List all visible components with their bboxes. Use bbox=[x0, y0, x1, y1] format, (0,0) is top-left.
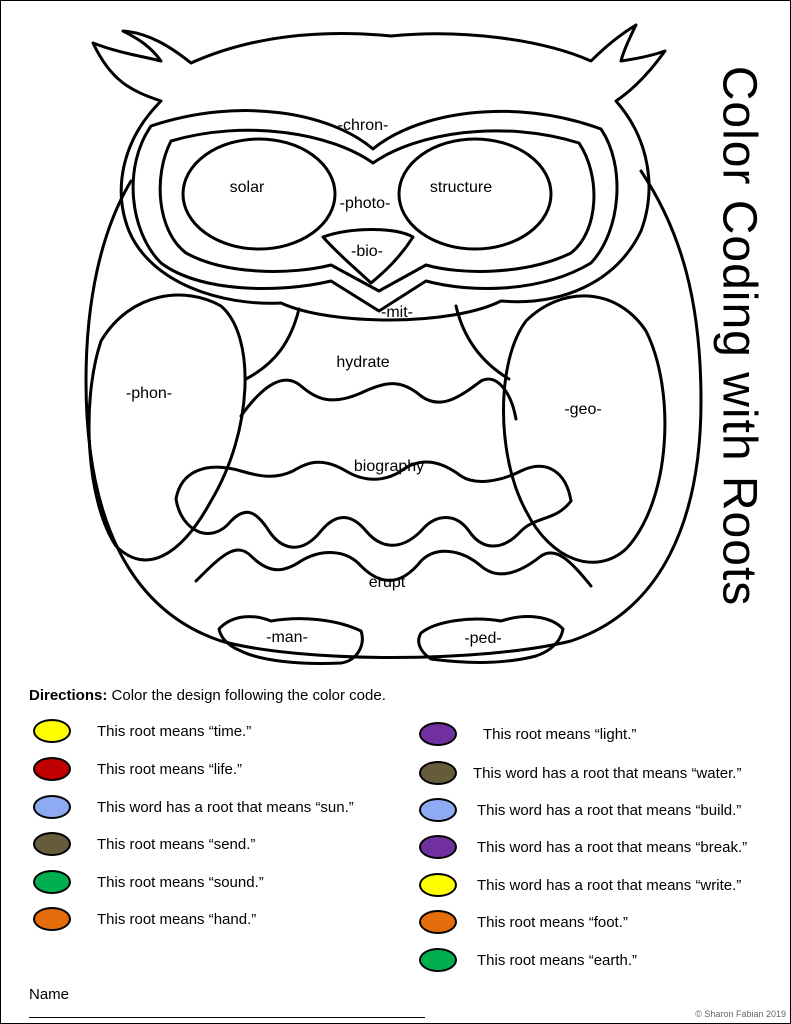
label-structure: structure bbox=[429, 179, 493, 196]
label-photo: -photo- bbox=[339, 195, 391, 212]
color-swatch[interactable] bbox=[33, 795, 71, 819]
chest-scallop-row-3 bbox=[174, 497, 573, 549]
copyright: © Sharon Fabian 2019 bbox=[695, 1009, 786, 1019]
label-geo: -geo- bbox=[564, 401, 602, 418]
color-key-text: This root means “send.” bbox=[97, 835, 256, 853]
right-foot bbox=[417, 615, 565, 664]
color-swatch[interactable] bbox=[33, 719, 71, 743]
label-mit: -mit- bbox=[381, 304, 413, 321]
owl-body-outline bbox=[84, 169, 703, 659]
color-key-text: This root means “life.” bbox=[97, 760, 243, 778]
title-container: Color Coding with Roots bbox=[709, 41, 769, 631]
color-key-text: This word has a root that means “break.” bbox=[477, 838, 748, 856]
color-key-text: This root means “light.” bbox=[483, 725, 637, 743]
chest-scallop-row-2 bbox=[174, 460, 573, 503]
color-swatch[interactable] bbox=[419, 910, 457, 934]
color-key-item: This root means “life.” bbox=[33, 757, 242, 781]
color-key-item: This root means “time.” bbox=[33, 719, 251, 743]
directions: Directions: Color the design following t… bbox=[29, 687, 386, 704]
color-key-item: This root means “earth.” bbox=[419, 948, 637, 972]
color-key-text: This root means “foot.” bbox=[477, 913, 628, 931]
label-ped: -ped- bbox=[464, 630, 502, 647]
color-key-item: This word has a root that means “water.” bbox=[419, 761, 741, 785]
label-phon: -phon- bbox=[125, 385, 173, 402]
label-solar: solar bbox=[229, 179, 265, 196]
color-key-item: This word has a root that means “build.” bbox=[419, 798, 741, 822]
right-eye bbox=[397, 137, 553, 251]
color-key-item: This word has a root that means “break.” bbox=[419, 835, 747, 859]
color-swatch[interactable] bbox=[419, 873, 457, 897]
color-key-text: This word has a root that means “write.” bbox=[477, 876, 742, 894]
color-swatch[interactable] bbox=[419, 835, 457, 859]
chest-scallop-row-4 bbox=[194, 548, 593, 588]
label-hydrate: hydrate bbox=[336, 354, 390, 371]
left-foot bbox=[217, 615, 364, 665]
color-swatch[interactable] bbox=[33, 757, 71, 781]
color-key-item: This word has a root that means “sun.” bbox=[33, 795, 354, 819]
name-line[interactable] bbox=[29, 1017, 425, 1018]
label-man: -man- bbox=[266, 629, 308, 646]
label-bio: -bio- bbox=[350, 243, 384, 260]
right-wing bbox=[502, 294, 667, 564]
color-key-text: This root means “hand.” bbox=[97, 910, 257, 928]
owl-chest-top bbox=[244, 304, 511, 381]
color-swatch[interactable] bbox=[419, 761, 457, 785]
color-key-text: This word has a root that means “build.” bbox=[477, 801, 742, 819]
owl-head-outline bbox=[91, 23, 667, 322]
left-eye bbox=[181, 137, 337, 251]
directions-text: Color the design following the color cod… bbox=[111, 687, 386, 704]
color-key-item: This root means “light.” bbox=[419, 722, 636, 746]
owl-drawing bbox=[84, 23, 703, 665]
page-title: Color Coding with Roots bbox=[712, 65, 766, 607]
color-key-text: This root means “sound.” bbox=[97, 873, 264, 891]
owl-mask-inner bbox=[158, 128, 596, 293]
color-swatch[interactable] bbox=[419, 798, 457, 822]
color-key-item: This root means “sound.” bbox=[33, 870, 264, 894]
label-chron: -chron- bbox=[337, 117, 389, 134]
owl-mask-outer bbox=[131, 109, 619, 313]
owl-beak bbox=[321, 228, 415, 285]
chest-scallop-row-1 bbox=[239, 377, 518, 421]
color-swatch[interactable] bbox=[419, 722, 457, 746]
color-swatch[interactable] bbox=[33, 870, 71, 894]
color-swatch[interactable] bbox=[33, 907, 71, 931]
label-erupt: erupt bbox=[368, 574, 406, 591]
color-key-item: This root means “foot.” bbox=[419, 910, 628, 934]
color-key-text: This root means “time.” bbox=[97, 722, 252, 740]
color-key-item: This root means “hand.” bbox=[33, 907, 256, 931]
color-key-text: This word has a root that means “water.” bbox=[473, 764, 742, 782]
color-key-text: This word has a root that means “sun.” bbox=[97, 798, 354, 816]
color-swatch[interactable] bbox=[33, 832, 71, 856]
directions-label: Directions: bbox=[29, 687, 108, 704]
name-label: Name bbox=[29, 986, 70, 1003]
color-key-item: This word has a root that means “write.” bbox=[419, 873, 741, 897]
color-key-item: This root means “send.” bbox=[33, 832, 255, 856]
color-key-text: This root means “earth.” bbox=[477, 951, 638, 969]
label-biography: biography bbox=[353, 458, 425, 475]
left-wing bbox=[87, 293, 247, 562]
color-swatch[interactable] bbox=[419, 948, 457, 972]
